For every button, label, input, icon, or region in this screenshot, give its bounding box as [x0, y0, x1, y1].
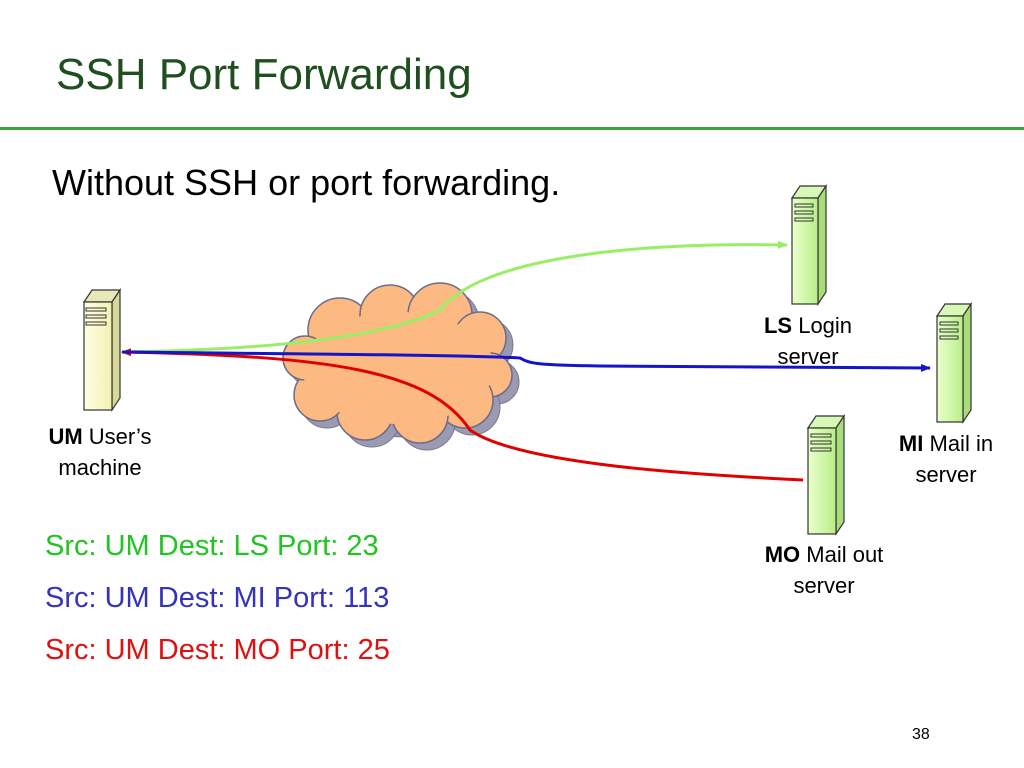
um-desc-line1: User’s [88, 424, 152, 449]
ls-server-icon [790, 184, 828, 306]
slide-subtitle: Without SSH or port forwarding. [52, 162, 561, 203]
mo-connection-line [121, 348, 804, 482]
mi-desc-line1: Mail in [929, 431, 994, 456]
route-ls: Src: UM Dest: LS Port: 23 [45, 530, 379, 563]
mo-desc-line2: server [793, 573, 855, 598]
mo-abbr: MO [764, 542, 801, 567]
slide-title: SSH Port Forwarding [56, 50, 472, 99]
um-abbr: UM [48, 424, 83, 449]
route-mo-text: Src: UM Dest: MO Port: 25 [45, 634, 390, 666]
mi-desc-line2: server [915, 462, 977, 487]
mi-server-icon [935, 302, 973, 424]
route-ls-text: Src: UM Dest: LS Port: 23 [45, 530, 379, 562]
um-server-icon [82, 288, 122, 412]
mo-server-icon [806, 414, 846, 536]
title-divider [0, 127, 1024, 130]
ls-connection-line [121, 240, 788, 354]
mo-label: MO Mail out server [754, 539, 894, 601]
mi-connection-line [121, 350, 931, 372]
ls-desc-line1: Login [798, 313, 853, 338]
ls-abbr: LS [763, 313, 793, 338]
internet-cloud-icon [282, 282, 520, 451]
ls-desc-line2: server [777, 344, 839, 369]
route-mi-text: Src: UM Dest: MI Port: 113 [45, 582, 390, 614]
route-mo: Src: UM Dest: MO Port: 25 [45, 634, 390, 667]
page-number: 38 [912, 726, 930, 743]
um-label: UM User’s machine [40, 421, 160, 483]
route-mi: Src: UM Dest: MI Port: 113 [45, 582, 389, 615]
mi-label: MI Mail in server [886, 428, 1006, 490]
ls-label: LS Login server [748, 310, 868, 372]
mi-abbr: MI [898, 431, 924, 456]
mo-desc-line1: Mail out [806, 542, 884, 567]
um-desc-line2: machine [58, 455, 142, 480]
